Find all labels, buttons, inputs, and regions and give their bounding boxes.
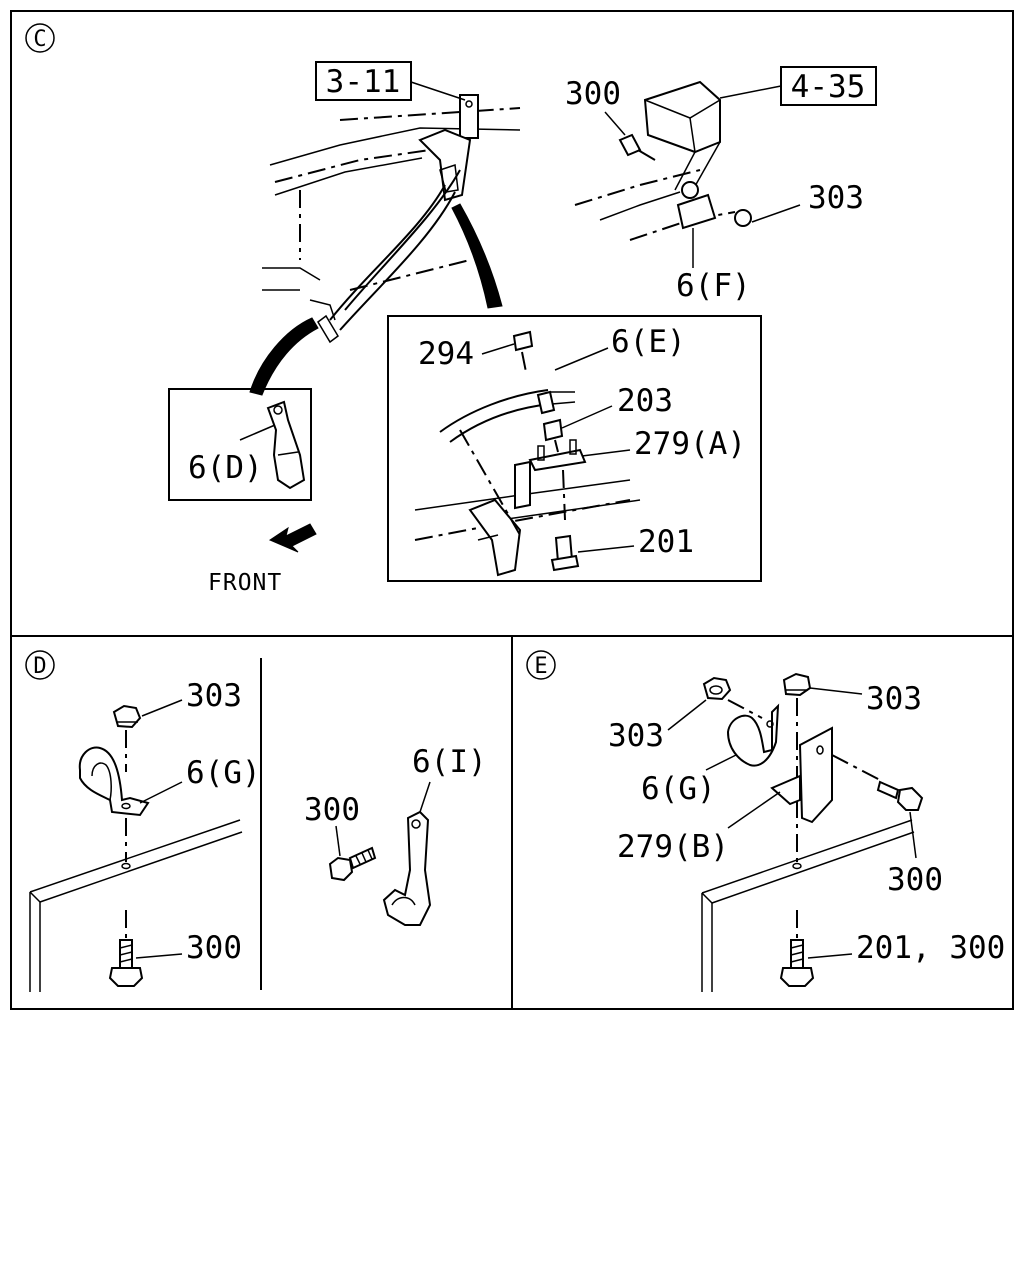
- label-c-6f: 6(F): [676, 228, 751, 304]
- svg-text:203: 203: [617, 383, 673, 419]
- svg-text:303: 303: [608, 718, 664, 754]
- svg-text:E: E: [534, 654, 547, 679]
- front-indicator: FRONT: [208, 523, 317, 596]
- hose-bundle: [309, 169, 461, 344]
- svg-text:300: 300: [887, 862, 943, 898]
- label-c-203: 203: [561, 383, 673, 429]
- svg-text:C: C: [33, 27, 46, 52]
- section-e-assembly: [701, 672, 924, 992]
- label-c-6e: 6(E): [554, 324, 686, 371]
- label-c-279a: 279(A): [581, 426, 746, 462]
- label-e-6g: 6(G): [641, 754, 737, 807]
- arrow-to-detail-box: [451, 203, 503, 309]
- arrow-to-detail-6d: [249, 317, 319, 396]
- ref-box-3-11: 3-11: [315, 61, 466, 101]
- label-d-300b: 300: [304, 792, 360, 857]
- svg-text:6(I): 6(I): [412, 744, 487, 780]
- section-d-right-assembly: [328, 810, 432, 926]
- svg-text:6(G): 6(G): [186, 755, 261, 791]
- label-d-303: 303: [141, 678, 242, 717]
- label-d-6i: 6(I): [412, 744, 487, 813]
- svg-text:279(A): 279(A): [634, 426, 746, 462]
- svg-text:294: 294: [418, 336, 474, 372]
- svg-text:303: 303: [808, 180, 864, 216]
- upper-bracket: [418, 94, 479, 202]
- section-marker-c: C: [25, 23, 55, 53]
- label-d-300: 300: [135, 930, 242, 966]
- svg-text:4-35: 4-35: [791, 69, 866, 105]
- frame: [10, 10, 1014, 1010]
- label-c-294: 294: [418, 336, 515, 372]
- right-assembly: [574, 80, 753, 241]
- section-marker-d: D: [25, 650, 55, 680]
- detail-box-bracket: [387, 315, 762, 582]
- ref-box-4-35: 4-35: [719, 66, 877, 106]
- svg-text:303: 303: [866, 681, 922, 717]
- label-c-300: 300: [565, 76, 626, 136]
- svg-text:3-11: 3-11: [326, 64, 401, 100]
- svg-text:6(E): 6(E): [611, 324, 686, 360]
- svg-text:303: 303: [186, 678, 242, 714]
- label-e-279b: 279(B): [617, 791, 781, 865]
- section-marker-e: E: [526, 650, 556, 680]
- svg-text:300: 300: [304, 792, 360, 828]
- label-c-201: 201: [577, 524, 694, 560]
- label-e-300: 300: [887, 811, 943, 898]
- svg-text:D: D: [33, 654, 46, 679]
- svg-text:300: 300: [565, 76, 621, 112]
- svg-text:201, 300: 201, 300: [856, 930, 1005, 966]
- svg-text:6(F): 6(F): [676, 268, 751, 304]
- label-c-303: 303: [751, 180, 864, 223]
- svg-text:FRONT: FRONT: [208, 570, 282, 596]
- label-e-201-300: 201, 300: [807, 930, 1005, 966]
- frame-rail-center: [262, 107, 521, 291]
- svg-text:300: 300: [186, 930, 242, 966]
- label-d-6g: 6(G): [139, 755, 261, 804]
- label-e-303b: 303: [809, 681, 922, 717]
- detail-box-6d: 6(D): [168, 388, 312, 501]
- label-e-303a: 303: [608, 699, 707, 754]
- svg-text:6(G): 6(G): [641, 771, 716, 807]
- svg-text:279(B): 279(B): [617, 829, 729, 865]
- svg-text:6(D): 6(D): [188, 450, 263, 486]
- svg-text:201: 201: [638, 524, 694, 560]
- section-d-left-assembly: [29, 704, 243, 992]
